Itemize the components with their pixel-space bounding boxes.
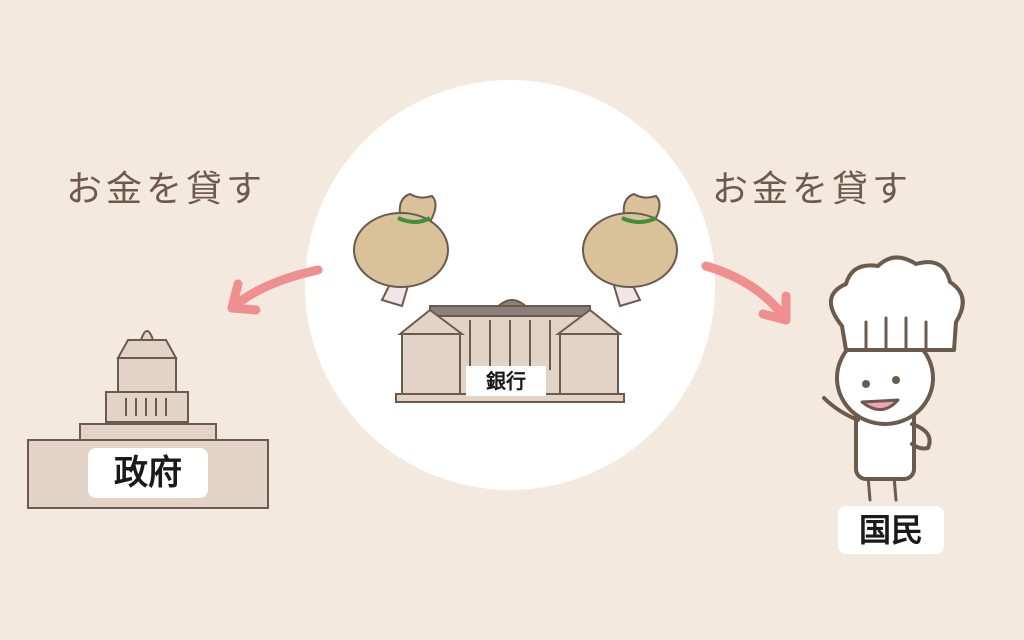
citizen-label: 国民: [838, 506, 944, 554]
chef-character-icon: [822, 255, 965, 502]
money-bag-left-icon: [353, 192, 449, 308]
bank-circle: [305, 80, 715, 490]
money-bag-right-icon: [582, 192, 678, 308]
bank-label: 銀行: [466, 366, 546, 396]
arrow-to-government: [227, 265, 323, 315]
arrow-to-citizen: [701, 261, 791, 325]
lend-money-caption-right: お金を貸す: [712, 169, 913, 210]
lend-money-caption-left: お金を貸す: [66, 169, 267, 210]
government-label: 政府: [88, 448, 208, 498]
